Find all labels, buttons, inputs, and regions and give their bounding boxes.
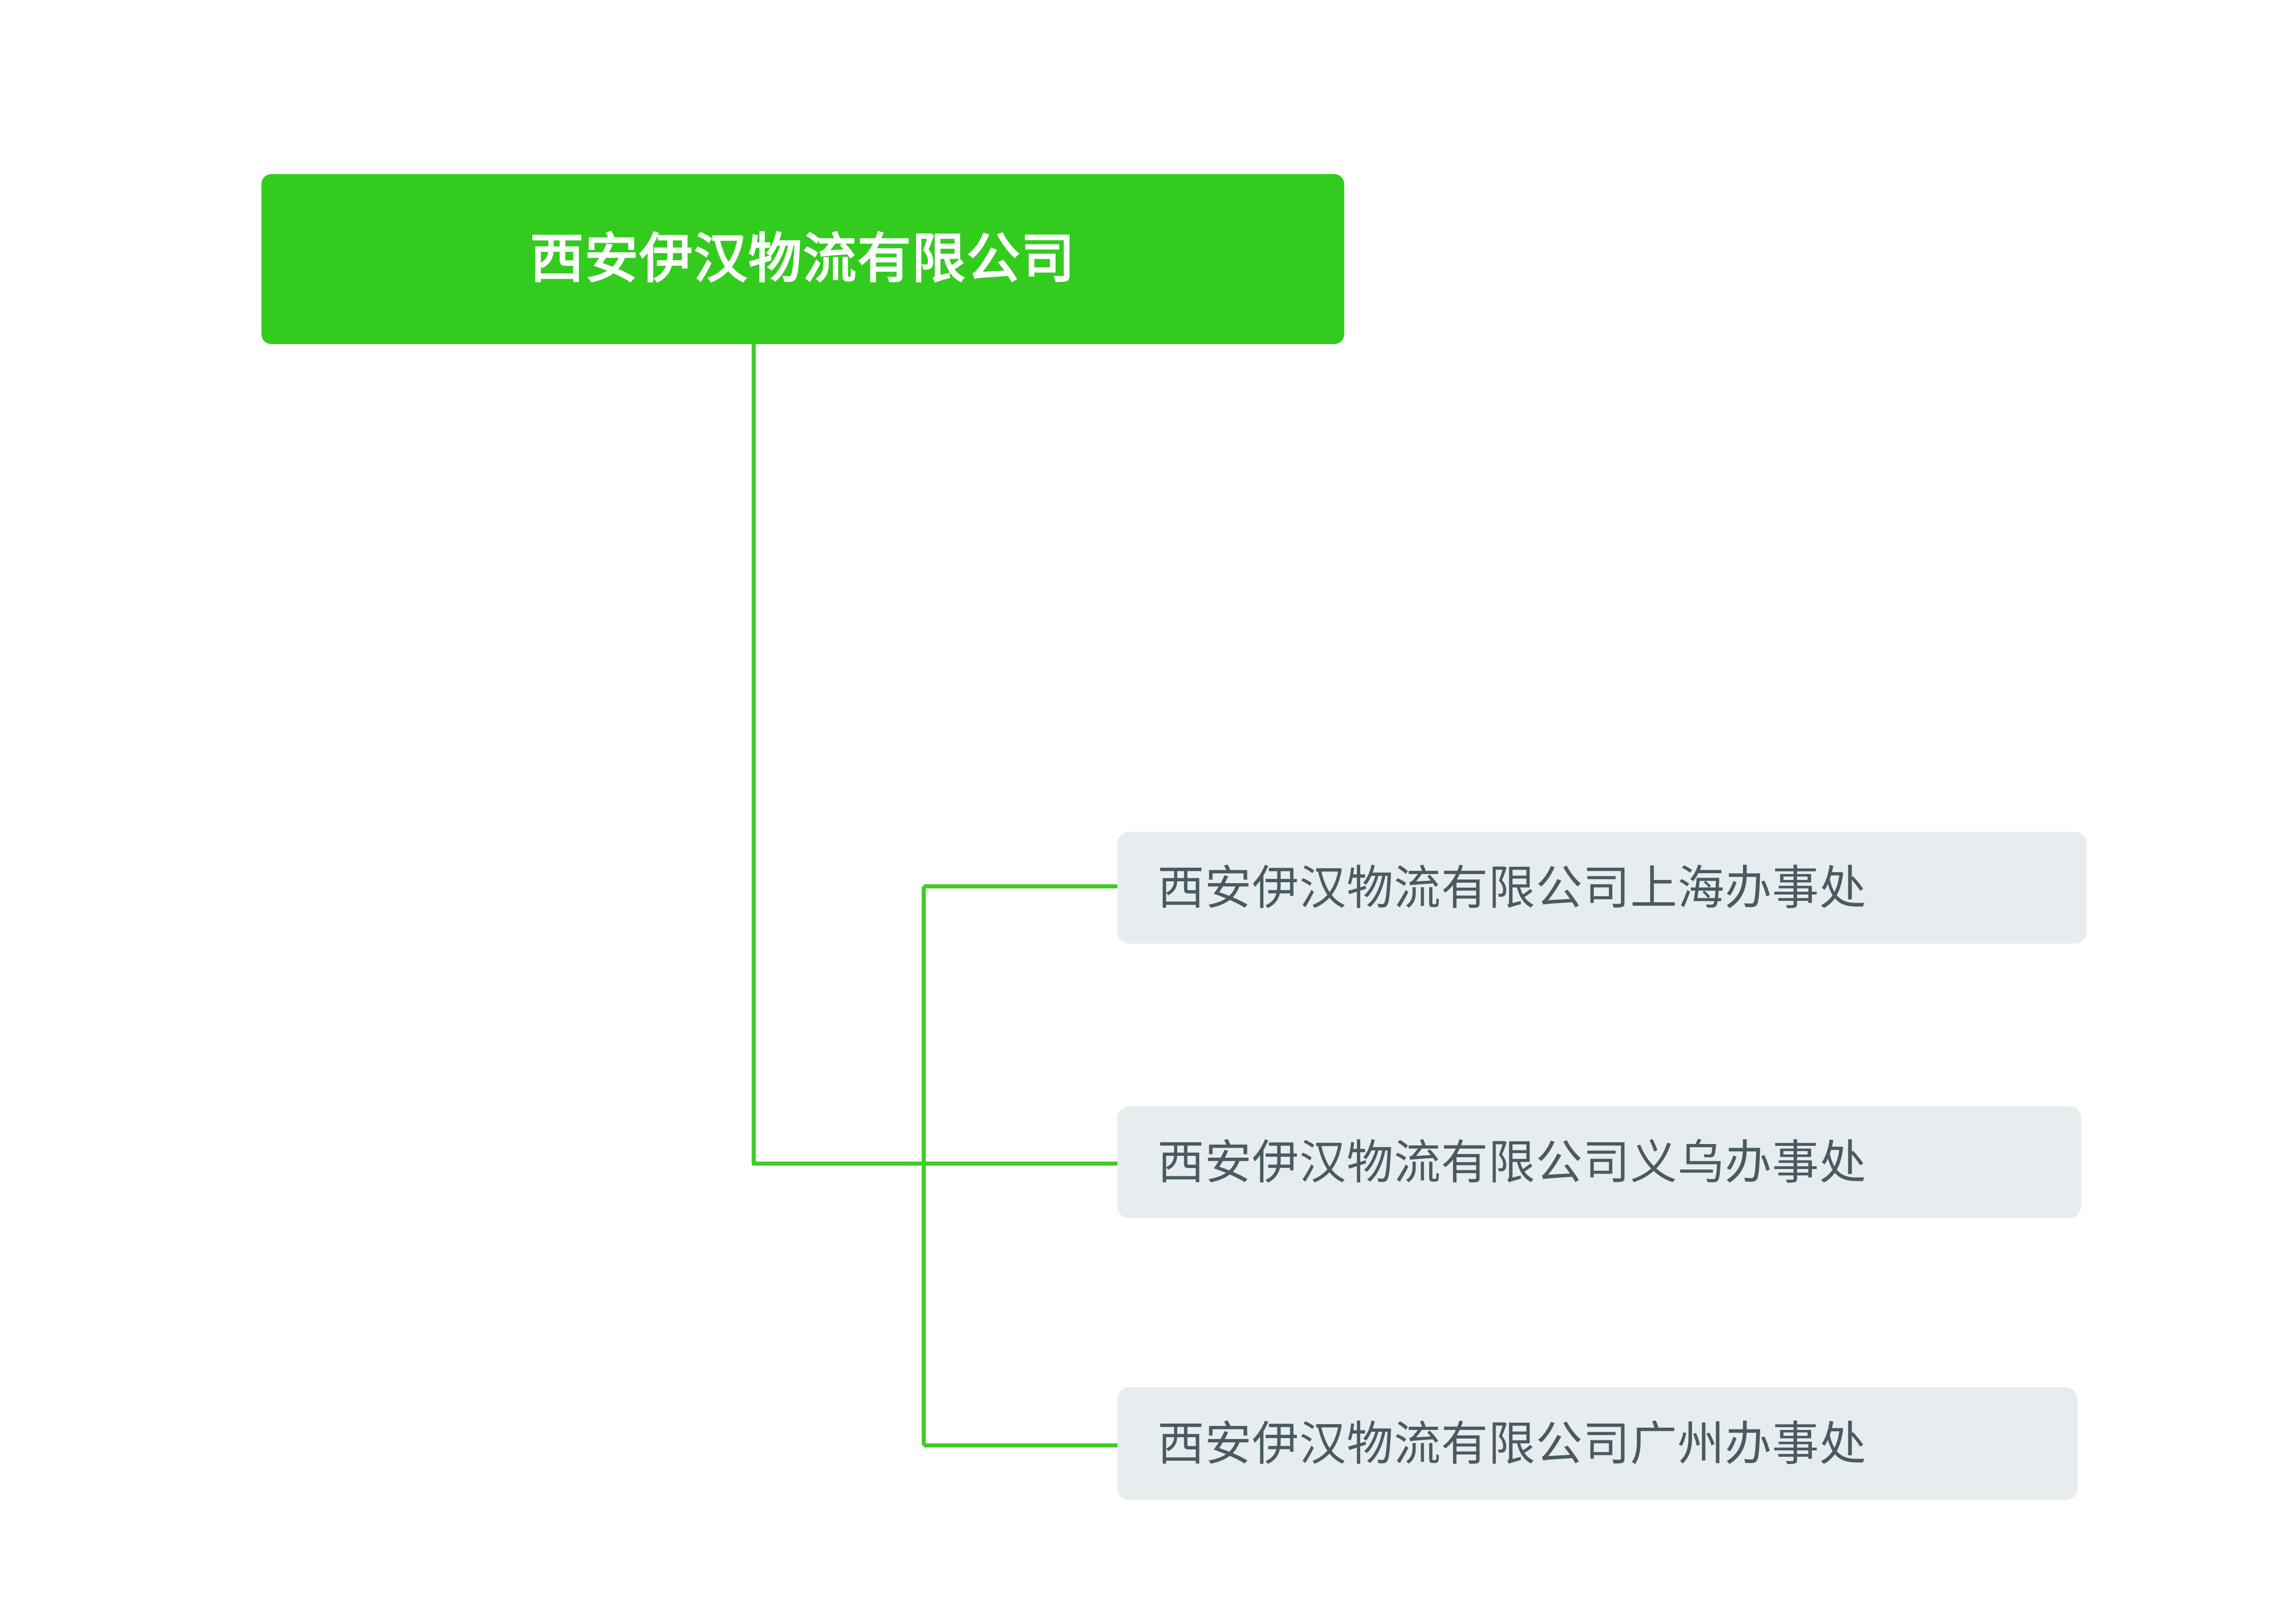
org-node-child-guangzhou[interactable]: 西安伊汉物流有限公司广州办事处 [1117, 1387, 2078, 1500]
org-node-child-shanghai-label: 西安伊汉物流有限公司上海办事处 [1157, 861, 1867, 914]
org-node-child-yiwu-label: 西安伊汉物流有限公司义乌办事处 [1157, 1136, 1867, 1189]
org-node-child-guangzhou-label: 西安伊汉物流有限公司广州办事处 [1157, 1417, 1867, 1470]
org-node-root-label: 西安伊汉物流有限公司 [530, 229, 1076, 289]
org-node-root[interactable]: 西安伊汉物流有限公司 [261, 174, 1344, 344]
org-node-child-yiwu[interactable]: 西安伊汉物流有限公司义乌办事处 [1117, 1106, 2081, 1218]
org-node-child-shanghai[interactable]: 西安伊汉物流有限公司上海办事处 [1117, 832, 2087, 944]
